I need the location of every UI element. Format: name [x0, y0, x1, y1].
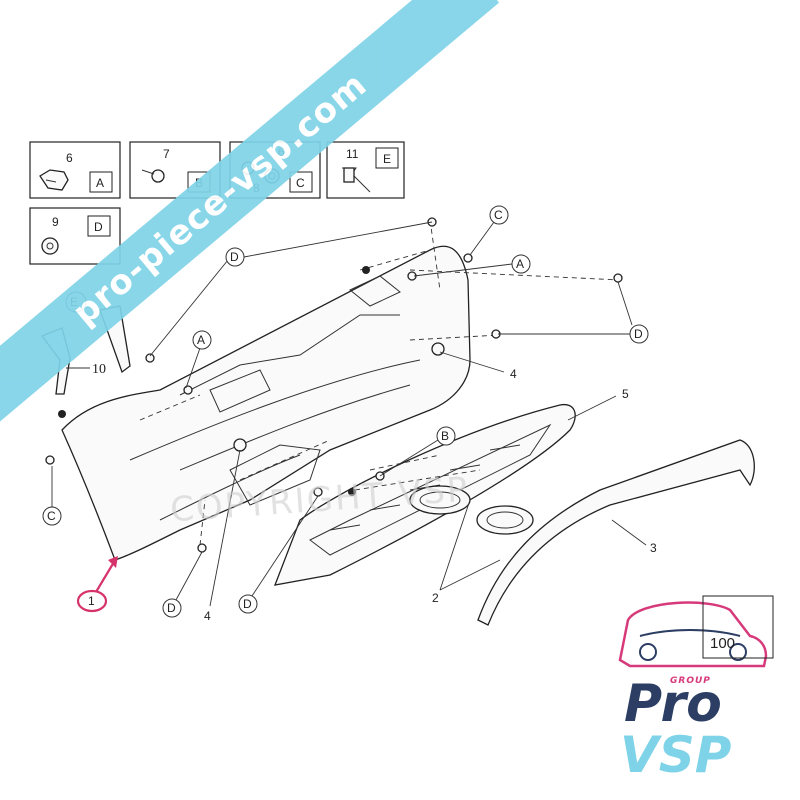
inset-e-part-number: 11 [346, 147, 359, 161]
inset-e-key: E [383, 152, 391, 166]
callout-b-mid: B [441, 429, 449, 443]
rivet-icon [342, 167, 371, 193]
car-silhouette-icon: 100 [618, 595, 774, 668]
callout-d-right: D [634, 327, 643, 341]
inset-c-key: C [296, 176, 305, 190]
inset-d-part-number: 9 [52, 215, 59, 229]
callout-d-top: D [230, 250, 239, 264]
callout-a-top: A [516, 257, 524, 271]
inset-a-key: A [96, 176, 104, 190]
callouts: C C A A D D B D D [42, 205, 657, 623]
inset-b-part-number: 7 [163, 147, 170, 161]
inset-e: 11 E [326, 141, 405, 199]
label-part-1: 1 [88, 594, 95, 608]
logo-brand-bottom: VSP [620, 726, 732, 784]
label-part-5: 5 [622, 387, 629, 401]
rear-bumper-part-1 [61, 245, 471, 561]
clip-fastener-icon [39, 169, 69, 191]
logo-badge-number: 100 [710, 635, 735, 652]
inset-d-key: D [94, 220, 103, 234]
label-part-4-right: 4 [510, 367, 517, 381]
callout-a-mid: A [197, 333, 205, 347]
callout-c-top: C [494, 208, 503, 222]
inset-a-part-number: 6 [66, 151, 73, 165]
logo-brand-top: Pro [624, 674, 722, 734]
label-part-4-bottom: 4 [204, 609, 211, 623]
push-clip-icon [41, 237, 59, 255]
brand-logo: 100 GROUP Pro VSP [600, 590, 790, 790]
label-part-10: 10 [92, 362, 106, 377]
exhaust-tips-part-2 [409, 485, 534, 535]
inset-d: 9 D [29, 207, 121, 265]
screw-icon [141, 169, 165, 183]
fasteners [45, 217, 623, 553]
callout-d-bottom-1: D [167, 601, 176, 615]
label-part-3: 3 [650, 541, 657, 555]
callout-c-left: C [47, 509, 56, 523]
label-part-2: 2 [432, 591, 439, 605]
inset-a: 6 A [29, 141, 121, 199]
assembly-lines [139, 219, 621, 546]
trim-strip-part-3 [477, 439, 755, 626]
callout-d-bottom-2: D [243, 597, 252, 611]
logo-group-text: GROUP [670, 676, 711, 686]
